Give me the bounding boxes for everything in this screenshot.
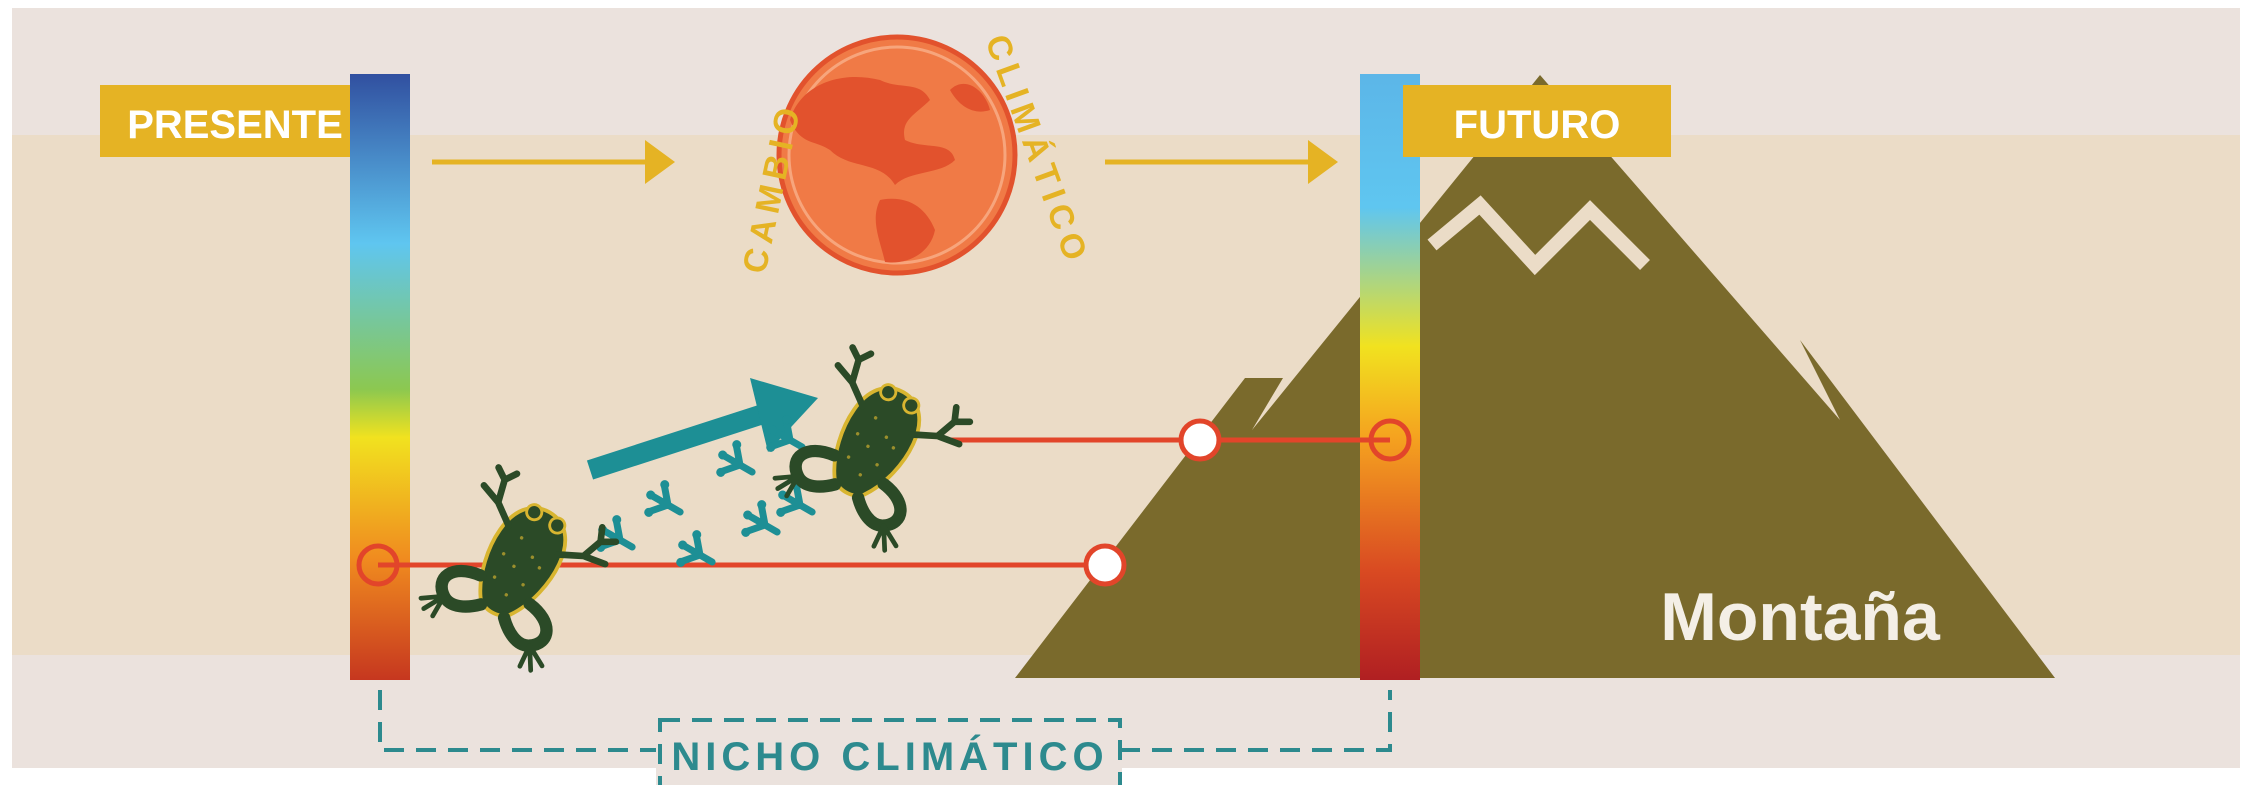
niche-label: NICHO CLIMÁTICO <box>671 734 1108 779</box>
future-label: FUTURO <box>1454 103 1621 147</box>
trend-arrow-icon <box>586 378 818 480</box>
future-label-box <box>1403 85 1671 157</box>
mountain <box>1015 75 2055 678</box>
arrow-to-globe <box>432 140 675 184</box>
present-label-box <box>100 85 370 157</box>
globe-icon <box>776 34 1018 276</box>
present-temperature-bar-icon <box>350 74 410 680</box>
niche-bracket <box>378 690 1392 785</box>
present-label: PRESENTE <box>127 103 343 147</box>
mountain-label: Montaña <box>1660 579 1941 655</box>
future-temperature-bar-icon <box>1360 74 1420 680</box>
future-niche-line <box>948 418 1412 462</box>
arrow-to-future <box>1105 140 1338 184</box>
